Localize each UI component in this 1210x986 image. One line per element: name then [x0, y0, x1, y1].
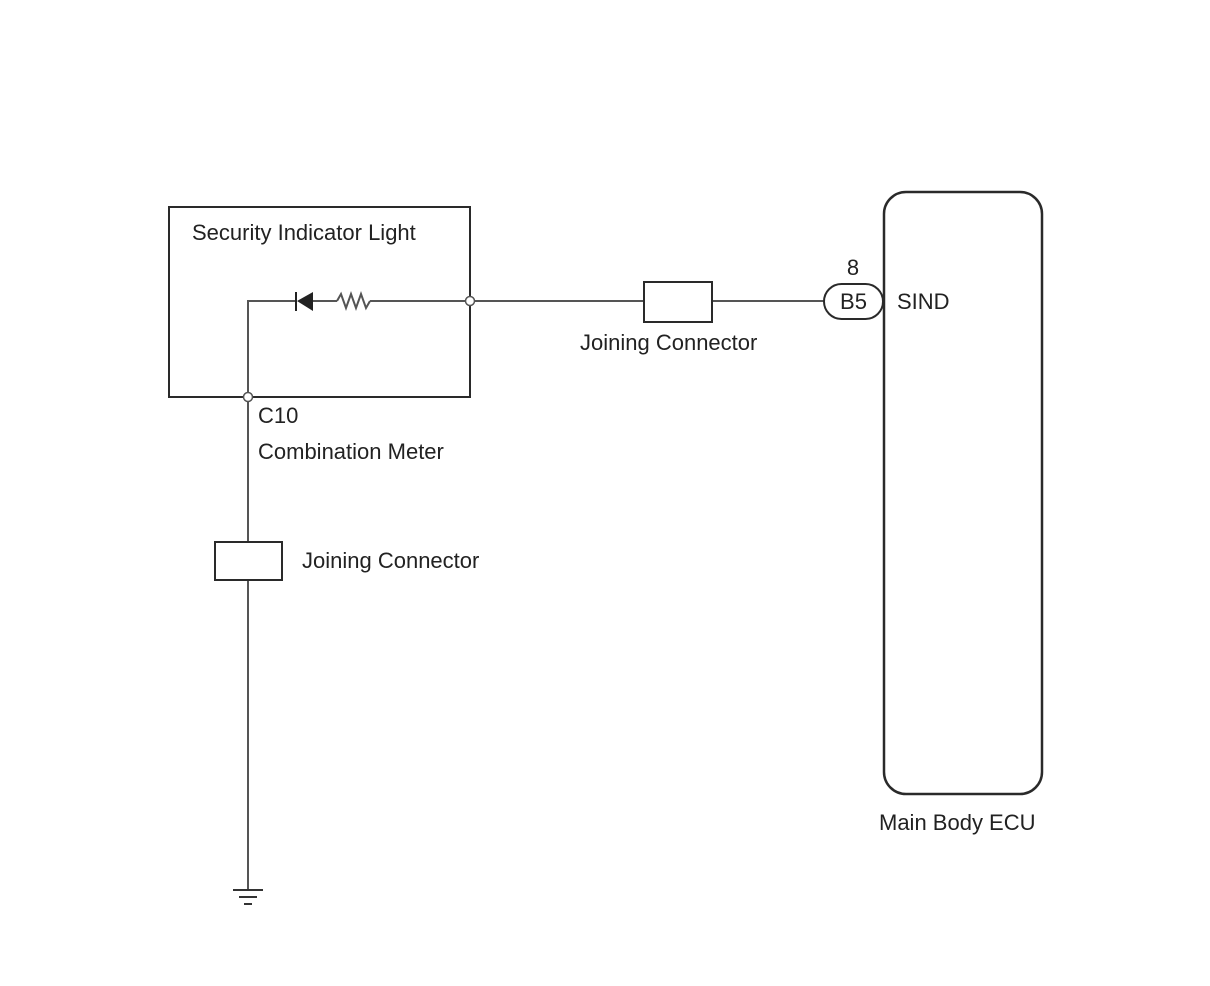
joining-connector-left-label: Joining Connector	[302, 548, 479, 573]
joining-connector-top	[643, 281, 713, 323]
ecu-signal-label: SIND	[897, 289, 950, 314]
security-indicator-light-label: Security Indicator Light	[192, 220, 416, 245]
ecu-pin-number: 8	[847, 255, 859, 280]
joining-connector-left	[214, 541, 283, 581]
ecu-connector-code: B5	[840, 289, 867, 314]
terminal-node-right	[464, 295, 476, 307]
joining-connector-top-label: Joining Connector	[580, 330, 757, 355]
main-body-ecu-label: Main Body ECU	[879, 810, 1036, 835]
internal-wire	[247, 300, 296, 397]
combination-meter-label: Combination Meter	[258, 439, 444, 464]
terminal-node-bottom	[242, 391, 254, 403]
resistor-icon	[336, 291, 371, 311]
ground-icon	[233, 889, 263, 905]
main-body-ecu-box	[882, 190, 1044, 796]
connector-code-c10: C10	[258, 403, 298, 428]
ecu-connector-b5	[823, 283, 884, 320]
led-diode-icon	[295, 292, 337, 311]
